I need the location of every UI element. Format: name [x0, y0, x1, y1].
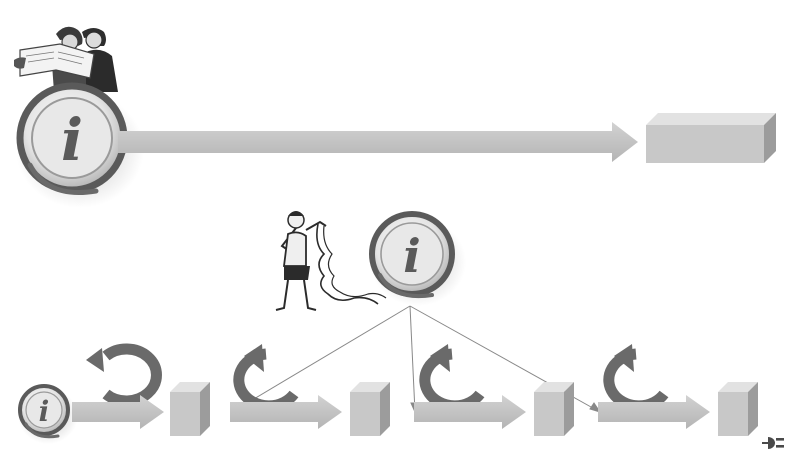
- info-icon: i: [61, 106, 83, 174]
- iteration-stage-1: [72, 343, 210, 436]
- box-icon: [534, 382, 574, 436]
- circular-arrow-icon: [603, 344, 669, 412]
- circular-arrow-icon: [86, 343, 162, 407]
- deliverable-block-large: [646, 113, 776, 163]
- plug-icon: [762, 437, 784, 449]
- connector-to-stage-2: [409, 305, 416, 413]
- info-badge-medium: i: [369, 211, 466, 306]
- people-reviewing-plan-icon: [14, 26, 118, 92]
- circular-arrow-icon: [419, 344, 485, 412]
- iteration-stage-3: [414, 344, 574, 436]
- info-badge-large: i: [16, 82, 144, 208]
- iteration-stage-2: [230, 344, 390, 436]
- long-flow-arrow: [118, 122, 638, 162]
- info-icon: i: [39, 395, 50, 428]
- box-icon: [350, 382, 390, 436]
- box-icon: [170, 382, 210, 436]
- circular-arrow-icon: [233, 344, 299, 412]
- stage-2-arrow: [230, 395, 342, 429]
- stage-1-arrow: [72, 395, 164, 429]
- iteration-stage-4: [598, 344, 758, 436]
- info-icon: i: [403, 229, 420, 283]
- info-badge-small: i: [18, 384, 78, 444]
- connector-to-stage-1: [231, 305, 411, 413]
- connector-arrowhead-3: [589, 402, 602, 413]
- box-icon: [718, 382, 758, 436]
- person-reading-scroll-icon: [275, 211, 387, 311]
- stage-4-arrow: [598, 395, 710, 429]
- stage-3-arrow: [414, 395, 526, 429]
